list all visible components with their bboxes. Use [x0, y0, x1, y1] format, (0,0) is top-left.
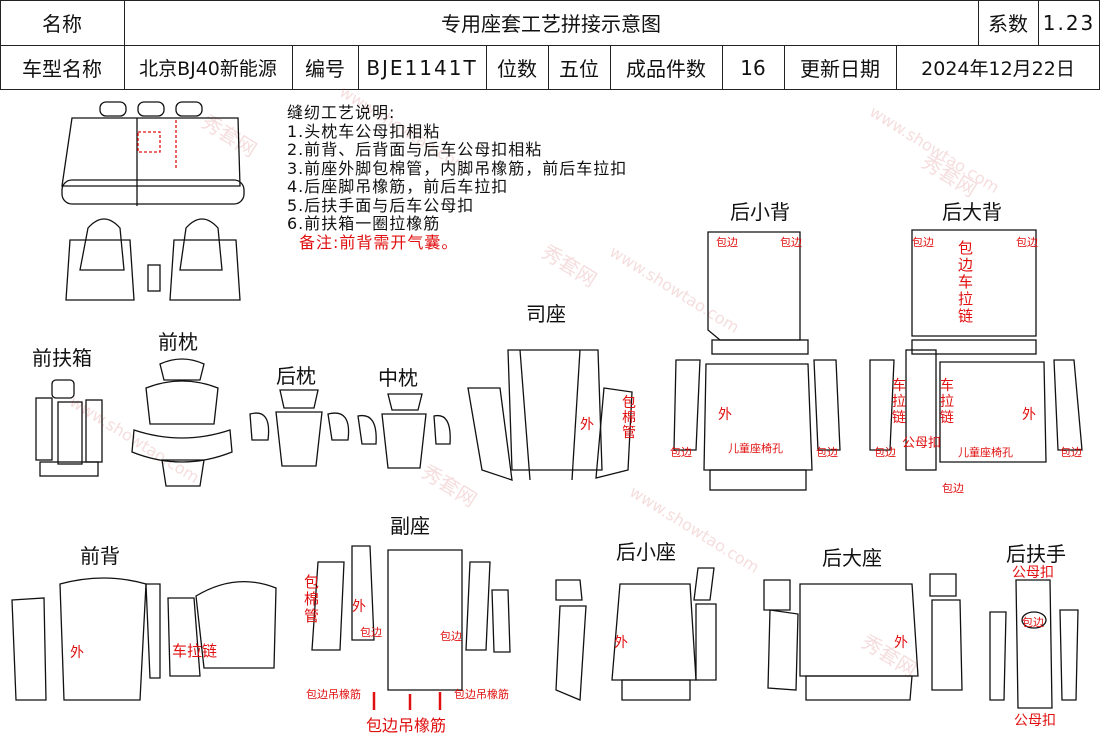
label-edge: 包边	[360, 626, 382, 639]
section-small-rear-back: 后小背	[730, 200, 790, 224]
label-edge: 包边	[440, 630, 462, 643]
label-outer: 外	[70, 645, 84, 661]
notes-title: 缝纫工艺说明:	[287, 103, 396, 122]
label-outer: 外	[1022, 407, 1036, 423]
label-edge-zipper: 包边车拉链	[958, 239, 974, 325]
section-front-back: 前背	[80, 544, 120, 568]
page-title: 专用座套工艺拼接示意图	[441, 12, 661, 36]
section-front-armbox: 前扶箱	[32, 346, 92, 370]
seats-value: 五位	[559, 57, 599, 81]
elastic-arrows	[372, 692, 442, 710]
label-outer: 外	[352, 599, 366, 615]
coef-value: 1.23	[1042, 10, 1096, 35]
name-label: 名称	[42, 12, 82, 36]
label-edge-elastic-main: 包边吊橡筋	[366, 716, 447, 735]
label-snap: 公母扣	[1012, 565, 1054, 581]
label-edge: 包边	[912, 236, 934, 249]
note-item: 6.前扶箱一圈拉橡筋	[287, 214, 441, 233]
passenger-seat-pieces	[311, 545, 511, 691]
label-child-seat-hole: 儿童座椅孔	[728, 442, 783, 455]
section-rear-headrest: 后枕	[276, 364, 316, 388]
note-item: 1.头枕车公母扣相粘	[287, 121, 441, 141]
label-edge: 包边	[874, 446, 896, 459]
section-mid-headrest: 中枕	[378, 366, 418, 390]
label-child-seat-hole: 儿童座椅孔	[958, 446, 1013, 459]
big-rear-seat-pieces	[763, 573, 963, 701]
section-driver-seat: 司座	[526, 302, 566, 326]
label-edge: 包边	[942, 482, 964, 495]
label-cotton-tube: 包棉管	[622, 395, 636, 441]
label-outer: 外	[894, 635, 908, 651]
label-outer: 外	[580, 417, 594, 433]
notes-remark: 备注:前背需开气囊。	[299, 232, 459, 252]
section-passenger-seat: 副座	[390, 514, 430, 538]
pieces-label: 成品件数	[626, 57, 706, 81]
model-label: 车型名称	[22, 57, 102, 81]
date-label: 更新日期	[800, 57, 880, 81]
label-cotton-tube: 包棉管	[304, 573, 320, 625]
label-zipper: 车拉链	[940, 378, 954, 426]
pieces-value: 16	[740, 55, 766, 80]
note-item: 2.前背、后背面与后车公母扣相粘	[287, 140, 543, 159]
label-edge: 包边	[780, 236, 802, 249]
label-edge-elastic: 包边吊橡筋	[306, 688, 361, 701]
section-big-rear-back: 后大背	[942, 200, 1002, 224]
label-edge: 包边	[1016, 236, 1038, 249]
label-edge: 包边	[670, 446, 692, 459]
front-back-pieces	[11, 577, 277, 701]
note-item: 3.前座外脚包棉管，内脚吊橡筋，前后车拉扣	[287, 158, 628, 178]
seat-overview-drawing	[61, 101, 245, 301]
label-snap: 公母扣	[902, 436, 942, 451]
label-edge: 包边	[1022, 616, 1044, 629]
label-outer: 外	[718, 407, 732, 423]
driver-seat-pieces	[467, 349, 633, 481]
sewing-notes: 缝纫工艺说明: 1.头枕车公母扣相粘 2.前背、后背面与后车公母扣相粘 3.前座…	[287, 103, 628, 252]
model-value: 北京BJ40新能源	[139, 58, 277, 80]
mid-headrest-pieces	[357, 393, 451, 469]
seats-label: 位数	[497, 57, 537, 81]
label-edge: 包边	[716, 236, 738, 249]
label-zipper: 车拉链	[892, 378, 906, 426]
coef-label: 系数	[988, 12, 1028, 36]
front-armbox-pieces	[35, 379, 103, 477]
date-value: 2024年12月22日	[921, 58, 1075, 80]
code-value: BJE1141T	[366, 55, 478, 80]
section-front-headrest: 前枕	[158, 330, 198, 354]
label-car-zipper: 车拉链	[172, 642, 218, 660]
rear-armrest-pieces	[989, 579, 1079, 709]
section-small-rear-seat: 后小座	[616, 540, 676, 564]
small-rear-seat-pieces	[555, 567, 717, 701]
small-rear-back-pieces	[673, 231, 841, 491]
label-snap: 公母扣	[1014, 713, 1056, 729]
label-edge-elastic: 包边吊橡筋	[454, 688, 509, 701]
label-edge: 包边	[816, 446, 838, 459]
section-rear-armrest: 后扶手	[1006, 542, 1066, 566]
note-item: 5.后扶手面与后车公母扣	[287, 195, 475, 215]
label-edge: 包边	[1060, 446, 1082, 459]
label-outer: 外	[614, 635, 628, 651]
header-table: 名称 专用座套工艺拼接示意图 系数 1.23 车型名称 北京BJ40新能源 编号…	[0, 0, 1100, 90]
front-headrest-pieces	[131, 358, 233, 487]
note-item: 4.后座脚吊橡筋，前后车拉扣	[287, 177, 509, 196]
section-big-rear-seat: 后大座	[822, 546, 882, 570]
big-rear-back-pieces	[869, 229, 1083, 471]
rear-headrest-pieces	[249, 389, 350, 467]
code-label: 编号	[305, 57, 345, 81]
